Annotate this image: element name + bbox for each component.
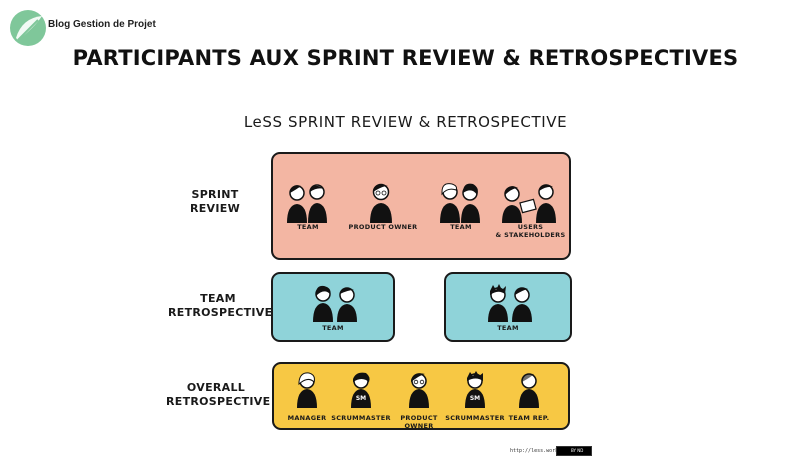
product-owner-icon [409,373,429,408]
group-caption: SCRUMMASTER [331,414,391,422]
team-people-icon [488,284,532,322]
team-people-icon [287,184,327,223]
group-caption: TEAM REP. [508,414,550,422]
team-people-icon [440,183,480,223]
source-url: http://less.works [510,448,562,454]
brand-name: Blog Gestion de Projet [48,19,156,30]
license-badge: BY ND [556,446,592,456]
group-caption: PRODUCT OWNER [348,223,418,231]
page-title: PARTICIPANTS AUX SPRINT REVIEW & RETROSP… [72,46,739,70]
sm-badge-text: SM [470,395,480,402]
group-caption: TEAM [322,324,344,332]
team-rep-icon [519,373,539,408]
group-caption: TEAM [497,324,519,332]
manager-icon [297,372,317,408]
figure-title: LeSS SPRINT REVIEW & RETROSPECTIVE [243,113,568,131]
team-retro-box-right: TEAM [444,272,572,342]
stakeholders-icon [502,184,556,223]
team-retro-box-left: TEAM [271,272,395,342]
product-owner-icon [370,183,392,223]
group-caption: USERS & STAKEHOLDERS [495,223,566,239]
group-caption: TEAM [297,223,319,231]
team-people-icon [313,285,357,322]
overall-retro-box: MANAGER SM SCRUMMASTER PRODUCT OWNER SM … [272,362,570,430]
group-caption: MANAGER [287,414,327,422]
sm-badge-text: SM [356,395,366,402]
row-label-sprint-review: SPRINT REVIEW [189,188,241,215]
blog-logo-icon [10,10,46,46]
group-caption: PRODUCT OWNER [400,414,438,430]
group-caption: SCRUMMASTER [445,414,505,422]
row-label-team-retrospective: TEAM RETROSPECTIVE [168,292,273,319]
scrummaster-icon: SM [465,371,485,408]
sprint-review-box: TEAM PRODUCT OWNER TEAM USERS & STAKEHOL… [271,152,571,260]
row-label-overall-retrospective: OVERALL RETROSPECTIVE [166,381,271,408]
license-text: BY ND [571,448,584,453]
scrummaster-icon: SM [351,372,371,408]
group-caption: TEAM [450,223,472,231]
